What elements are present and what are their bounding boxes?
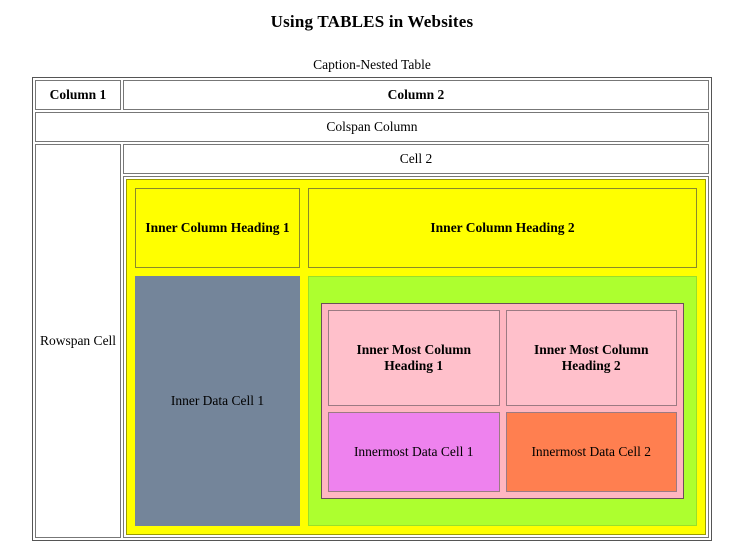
pink-innermost-table: Inner Most Column Heading 1 Inner Most C… [321,303,684,499]
table-row-nested: Inner Column Heading 1 Inner Column Head… [35,176,709,538]
innermost-table-container: Inner Most Column Heading 1 Inner Most C… [308,276,697,526]
inner-column-heading-1: Inner Column Heading 1 [135,188,300,268]
innermost-data-cell-2: Innermost Data Cell 2 [505,412,677,492]
colspan-column-cell: Colspan Column [35,112,709,142]
yellow-data-row: Inner Data Cell 1 Inner Most Column Head… [135,276,697,526]
rowspan-cell: Rowspan Cell [35,144,121,538]
outer-nested-table: Column 1 Column 2 Colspan Column Rowspan… [32,77,712,541]
innermost-data-cell-1: Innermost Data Cell 1 [328,412,500,492]
yellow-header-row: Inner Column Heading 1 Inner Column Head… [135,188,697,268]
innermost-column-heading-1: Inner Most Column Heading 1 [328,310,500,406]
inner-data-cell-1: Inner Data Cell 1 [135,276,300,526]
page-title: Using TABLES in Websites [270,12,474,31]
nested-table-container: Inner Column Heading 1 Inner Column Head… [123,176,709,538]
yellow-nested-table: Inner Column Heading 1 Inner Column Head… [126,179,706,535]
cell-2: Cell 2 [123,144,709,174]
table-row-colspan: Colspan Column [35,112,709,142]
innermost-column-heading-2: Inner Most Column Heading 2 [505,310,677,406]
table-row-headers: Column 1 Column 2 [35,80,709,110]
pink-data-row: Innermost Data Cell 1 Innermost Data Cel… [328,412,677,492]
table-row-cell2: Rowspan Cell Cell 2 [35,144,709,538]
header-column-2: Column 2 [123,80,709,110]
header-column-1: Column 1 [35,80,121,110]
pink-header-row: Inner Most Column Heading 1 Inner Most C… [328,310,677,406]
inner-column-heading-2: Inner Column Heading 2 [308,188,697,268]
table-caption: Caption-Nested Table [313,57,431,72]
